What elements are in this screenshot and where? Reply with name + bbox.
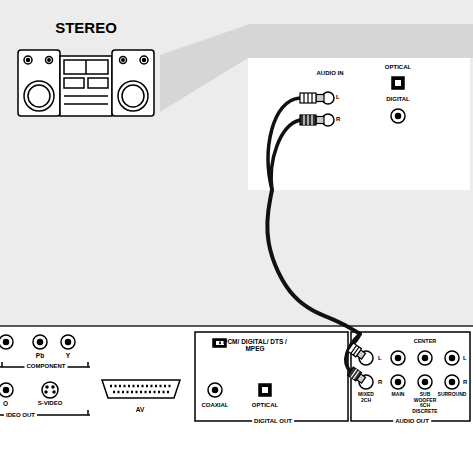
jack-label: DIGITAL — [386, 96, 410, 103]
audio-cable — [267, 190, 360, 334]
jack-label: AUDIO IN — [316, 70, 344, 77]
group-label: AUDIO OUT — [393, 418, 431, 425]
jack-label: MIXED 2CH — [353, 392, 379, 403]
video-out-group: O S-VIDEOIDEO OUT — [0, 380, 92, 424]
jack-label: Y — [66, 352, 70, 359]
group-label: IDEO OUT — [4, 412, 37, 419]
jack-label: O — [3, 400, 8, 407]
format-label: PCM/ DIGITAL/ DTS / MPEG — [219, 338, 291, 352]
channel-label: R — [336, 116, 340, 123]
jack-label: MAIN — [392, 392, 405, 398]
stereo-back-panel — [248, 58, 470, 190]
cable-stubs — [268, 98, 360, 372]
av-connector: AV — [96, 372, 186, 422]
jack-label: SUB WOOFER 6CH DISCRETE — [412, 392, 438, 414]
jack-label: OPTICAL — [252, 402, 278, 409]
group-label: DIGITAL OUT — [252, 418, 294, 425]
channel-label: L — [336, 94, 340, 101]
component-group: Pb Y COMPONENT — [0, 330, 92, 378]
group-label: COMPONENT — [25, 363, 68, 370]
dvd-rear-panel — [0, 326, 473, 451]
channel-label: L — [378, 355, 382, 362]
rca-plugs — [300, 93, 366, 384]
jack-label: S-VIDEO — [38, 400, 63, 407]
channel-label: R — [463, 379, 467, 386]
jack-label: AV — [136, 406, 145, 413]
stereo-unit: STEREO — [8, 16, 160, 120]
jack-label: SURROUND — [438, 392, 467, 398]
channel-label: L — [463, 355, 467, 362]
jack-label: COAXIAL — [202, 402, 229, 409]
jack-label: CENTER — [414, 338, 437, 344]
jack-label: OPTICAL — [385, 64, 411, 71]
stereo-back-panel: AUDIO IN L R OPTICAL DIGITAL — [248, 58, 470, 190]
stereo-illustration — [18, 50, 154, 116]
jack-label: Pb — [36, 352, 44, 359]
digital-out-group: PCM/ DIGITAL/ DTS / MPEG COAXIAL OPTICAL DI… — [193, 334, 351, 428]
device-title: STEREO — [55, 20, 117, 37]
dvd-jacks — [0, 332, 470, 421]
audio-out-group: CENTER L R L R MIXED 2CH MAIN SUB WOOFER 6CH DI… — [352, 334, 471, 428]
channel-label: R — [378, 379, 382, 386]
